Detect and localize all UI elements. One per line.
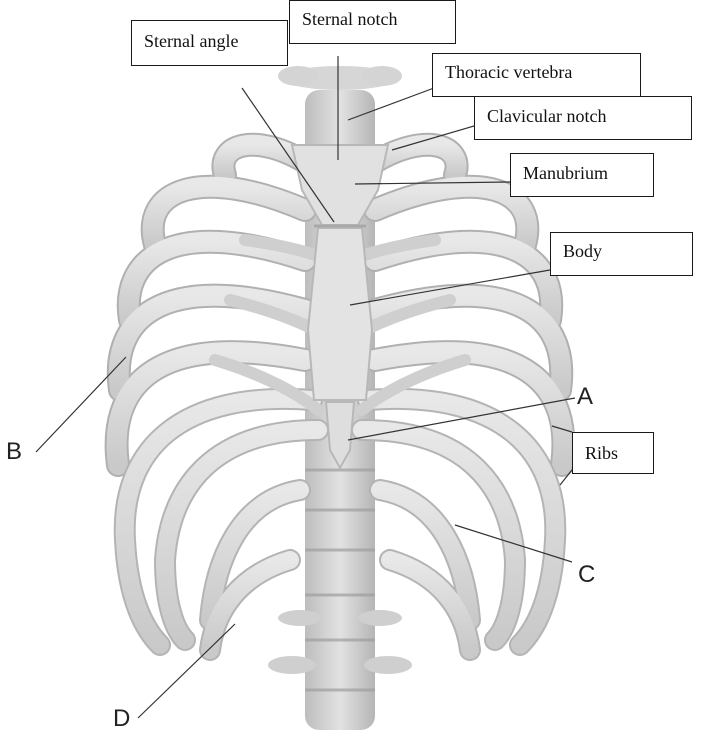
leader-body bbox=[349, 269, 551, 306]
label-sternal-angle: Sternal angle bbox=[131, 20, 288, 66]
leader-manubrium bbox=[354, 181, 511, 185]
leader-clavicular-notch bbox=[391, 125, 475, 151]
leader-b bbox=[35, 356, 127, 453]
marker-c: C bbox=[578, 561, 596, 588]
label-manubrium: Manubrium bbox=[510, 153, 654, 197]
leader-a bbox=[347, 397, 576, 441]
label-thoracic-vertebra: Thoracic vertebra bbox=[432, 53, 641, 97]
leader-ribs-top bbox=[551, 425, 573, 433]
leader-c bbox=[454, 524, 573, 563]
label-ribs: Ribs bbox=[572, 432, 654, 474]
label-clavicular-notch: Clavicular notch bbox=[474, 96, 692, 140]
marker-d: D bbox=[113, 705, 131, 732]
leader-thoracic-vertebra bbox=[347, 87, 435, 121]
clavicles bbox=[278, 66, 402, 86]
leader-d bbox=[137, 623, 236, 719]
leader-ribs-bottom bbox=[559, 469, 573, 486]
leader-lines bbox=[35, 56, 576, 719]
marker-a: A bbox=[577, 383, 594, 410]
label-body: Body bbox=[550, 232, 693, 276]
label-sternal-notch: Sternal notch bbox=[289, 0, 456, 44]
marker-b: B bbox=[6, 438, 23, 465]
sternum bbox=[290, 144, 390, 471]
leader-sternal-angle bbox=[241, 87, 335, 223]
